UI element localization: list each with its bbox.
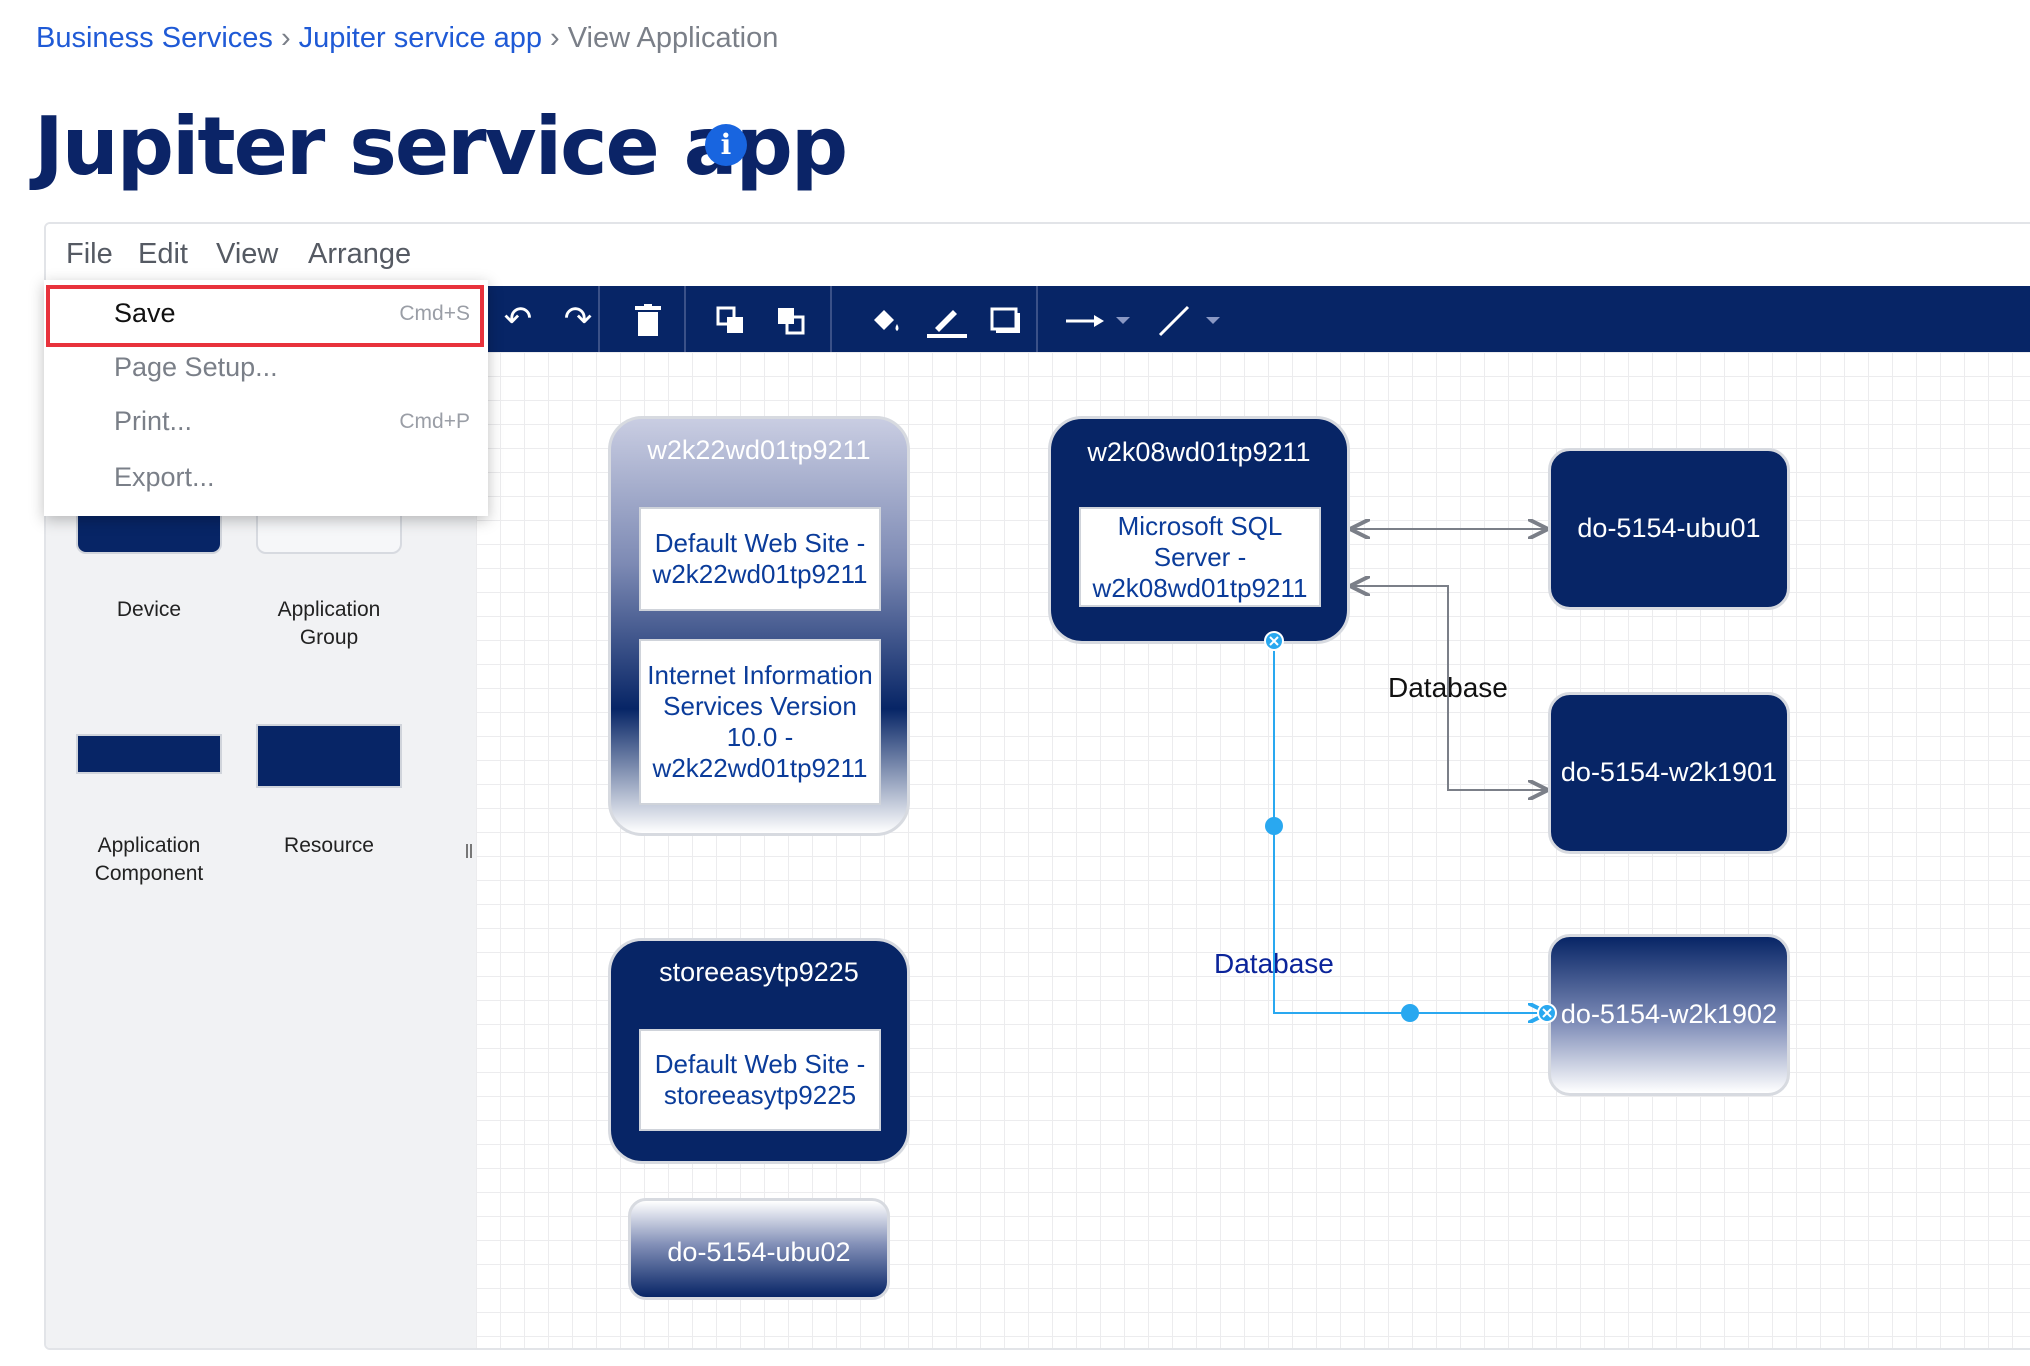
- file-menu-save-shortcut: Cmd+S: [399, 302, 470, 325]
- node-title: do-5154-w2k1902: [1560, 999, 1778, 1029]
- node-storeeasytp9225[interactable]: storeeasytp9225 Default Web Site - store…: [608, 938, 910, 1164]
- node-title: do-5154-w2k1901: [1560, 757, 1778, 787]
- application-component-label-line1: Application: [97, 834, 201, 857]
- file-menu-export[interactable]: Export...: [44, 452, 488, 508]
- menu-view[interactable]: View: [216, 238, 279, 270]
- resource-label: Resource: [284, 834, 374, 857]
- breadcrumb: Business Services›Jupiter service app›Vi…: [36, 22, 778, 55]
- application-group-label-line2: Group: [299, 626, 359, 649]
- edge-label-database-selected[interactable]: Database: [1214, 948, 1334, 979]
- node-title: storeeasytp9225: [659, 957, 859, 987]
- shadow-icon[interactable]: [971, 286, 1041, 352]
- delete-icon[interactable]: [608, 286, 688, 352]
- connection-icon[interactable]: [1056, 286, 1146, 352]
- toolbar-separator: [684, 286, 686, 352]
- line-color-icon[interactable]: [912, 286, 982, 352]
- info-icon[interactable]: i: [705, 124, 747, 166]
- undo-icon[interactable]: ↶: [503, 300, 533, 338]
- shape-sidebar: Device Application Group Application Com…: [46, 352, 476, 1348]
- file-menu-save-label: Save: [114, 298, 176, 328]
- application-component-shape[interactable]: [76, 734, 222, 774]
- node-do-5154-ubu01[interactable]: do-5154-ubu01: [1548, 448, 1790, 610]
- breadcrumb-jupiter-service-app[interactable]: Jupiter service app: [298, 22, 543, 54]
- node-do-5154-ubu02[interactable]: do-5154-ubu02: [628, 1198, 890, 1300]
- breadcrumb-separator: ›: [550, 22, 560, 54]
- save-highlight-box: [46, 285, 484, 347]
- device-label: Device: [116, 598, 182, 621]
- component-microsoft-sql-server[interactable]: Microsoft SQL Server - w2k08wd01tp9211: [1079, 507, 1321, 607]
- node-w2k08wd01tp9211[interactable]: w2k08wd01tp9211 Microsoft SQL Server - w…: [1048, 416, 1350, 644]
- toolbar-separator: [598, 286, 600, 352]
- component-default-web-site[interactable]: Default Web Site - w2k22wd01tp9211: [639, 507, 881, 611]
- file-menu-print[interactable]: Print... Cmd+P: [44, 396, 488, 452]
- component-iis[interactable]: Internet Information Services Version 10…: [639, 639, 881, 805]
- to-back-icon[interactable]: [756, 286, 826, 352]
- application-component-label: Application Component: [76, 832, 222, 888]
- breadcrumb-current: View Application: [567, 22, 779, 54]
- component-default-web-site-storeeasy[interactable]: Default Web Site - storeeasytp9225: [639, 1029, 881, 1131]
- menu-arrange[interactable]: Arrange: [308, 238, 412, 270]
- to-front-icon[interactable]: [696, 286, 766, 352]
- menu-bar: File Edit View Arrange: [46, 224, 2030, 286]
- node-do-5154-w2k1902[interactable]: do-5154-w2k1902: [1548, 934, 1790, 1096]
- file-menu-print-shortcut: Cmd+P: [399, 410, 470, 433]
- node-do-5154-w2k1901[interactable]: do-5154-w2k1901: [1548, 692, 1790, 854]
- file-menu-export-label: Export...: [114, 462, 215, 492]
- resource-shape[interactable]: [256, 724, 402, 788]
- edge-label-database[interactable]: Database: [1388, 672, 1508, 703]
- waypoints-icon[interactable]: [1146, 286, 1236, 352]
- toolbar-separator: [1036, 286, 1038, 352]
- node-title: w2k22wd01tp9211: [647, 435, 871, 465]
- menu-edit[interactable]: Edit: [138, 238, 188, 270]
- application-component-label-line2: Component: [94, 862, 204, 885]
- toolbar-separator: [830, 286, 832, 352]
- file-menu-save[interactable]: Save Cmd+S: [44, 288, 488, 344]
- node-title: w2k08wd01tp9211: [1087, 437, 1311, 467]
- file-menu-page-setup[interactable]: Page Setup...: [44, 342, 488, 398]
- node-w2k22wd01tp9211[interactable]: w2k22wd01tp9211 Default Web Site - w2k22…: [608, 416, 910, 836]
- redo-icon[interactable]: ↷: [563, 300, 593, 338]
- application-group-label: Application Group: [256, 596, 402, 652]
- breadcrumb-business-services[interactable]: Business Services: [36, 22, 273, 54]
- file-menu-print-label: Print...: [114, 406, 193, 436]
- file-menu-page-setup-label: Page Setup...: [114, 352, 278, 382]
- file-menu-dropdown: Save Cmd+S Page Setup... Print... Cmd+P …: [44, 280, 488, 516]
- breadcrumb-separator: ›: [280, 22, 291, 54]
- menu-file[interactable]: File: [66, 238, 113, 270]
- node-title: do-5154-ubu02: [667, 1237, 851, 1267]
- node-title: do-5154-ubu01: [1577, 513, 1761, 543]
- fill-color-icon[interactable]: [851, 286, 921, 352]
- sidebar-resize-handle[interactable]: [466, 844, 472, 858]
- application-group-label-line1: Application: [277, 598, 381, 621]
